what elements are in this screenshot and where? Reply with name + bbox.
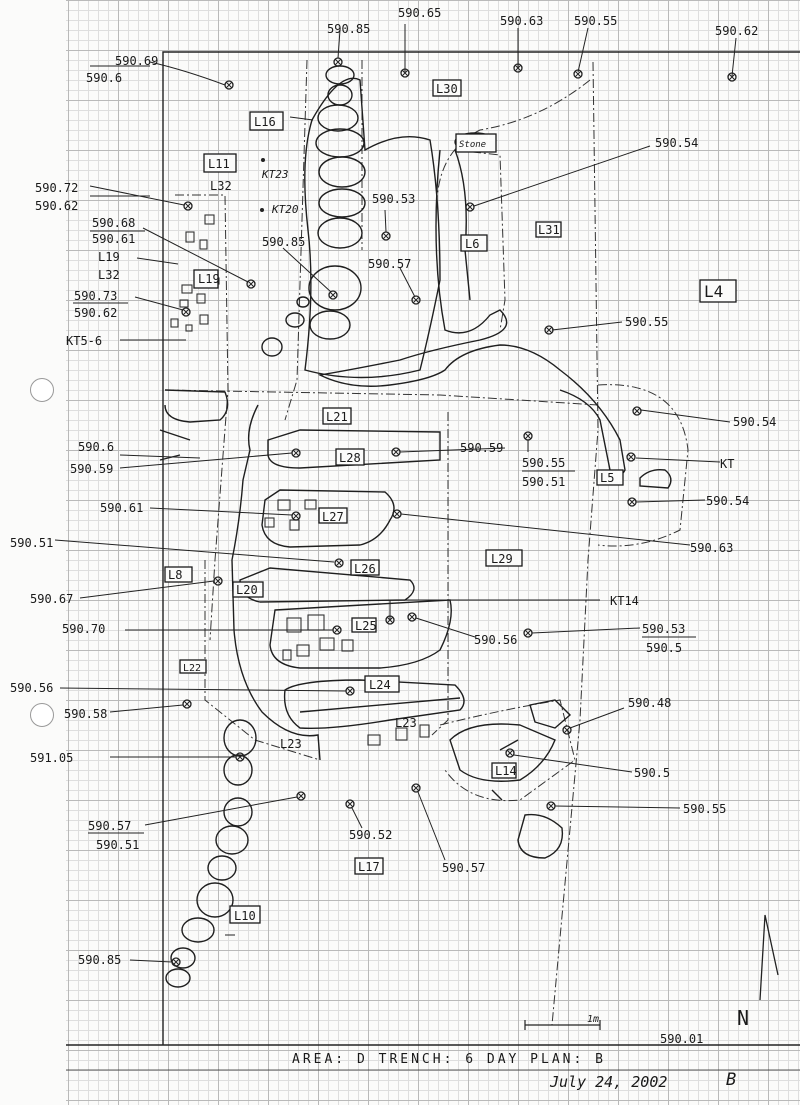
elev-e17: 590.59 (70, 462, 113, 476)
leader-lines (54, 24, 737, 963)
paper-margin (0, 0, 66, 1105)
elev-e18: 590.59 (460, 441, 503, 455)
locus-L27: L27 (322, 510, 344, 524)
north-arrow (759, 914, 779, 1001)
elev-e28: 590.56 (10, 681, 53, 695)
locus-L8: L8 (168, 568, 182, 582)
locus-L24: L24 (369, 678, 391, 692)
elev-e2: 590.85 (327, 22, 370, 36)
note-kt14: KT14 (610, 594, 639, 608)
elev-e37: 590.85 (78, 953, 121, 967)
locus-L22: L22 (183, 663, 201, 674)
elev-e13: 590.54 (655, 136, 698, 150)
elev-e29: 590.58 (64, 707, 107, 721)
north-label: N (737, 1006, 749, 1030)
locus-L5: L5 (600, 471, 614, 485)
elev-e21: 590.61 (100, 501, 143, 515)
elev-e6: 590.62 (715, 24, 758, 38)
elevation-points (171, 57, 737, 967)
elevation-labels (73, 65, 696, 936)
elev-e5: 590.55 (574, 14, 617, 28)
locus-L25: L25 (355, 619, 377, 633)
footer-sheet: B (726, 1070, 736, 1090)
locus-L26: L26 (354, 562, 376, 576)
locus-L17: L17 (358, 860, 380, 874)
locus-L4: L4 (704, 282, 723, 301)
locus-L32-label: L32 (98, 268, 120, 282)
elev-e7-top: 590.72 (35, 181, 78, 195)
elev-e36: 590.57 (442, 861, 485, 875)
scale-bar (524, 1020, 601, 1030)
elev-e33-top: 590.57 (88, 819, 131, 833)
elev-e34: 590.52 (349, 828, 392, 842)
excavated-features (159, 65, 672, 988)
elev-e1-top: 590.69 (115, 54, 158, 68)
elev-e8-top: 590.68 (92, 216, 135, 230)
scale-label: 1m (587, 1014, 599, 1025)
locus-L19-label: L19 (98, 250, 120, 264)
trench-frame (66, 51, 800, 1071)
elev-e32: 590.5 (634, 766, 670, 780)
footer-date: July 24, 2002 (549, 1073, 667, 1091)
note-kt5-6: KT5-6 (66, 334, 102, 348)
elev-e30: 590.48 (628, 696, 671, 710)
elev-e20: 590.54 (706, 494, 749, 508)
elev-e9-top: 590.73 (74, 289, 117, 303)
elev-e3: 590.65 (398, 6, 441, 20)
locus-L23-b: L23 (280, 737, 302, 751)
locus-L11: L11 (208, 157, 230, 171)
elev-e25: 590.70 (62, 622, 105, 636)
locus-L6: L6 (465, 237, 479, 251)
elev-e11: 590.85 (262, 235, 305, 249)
locus-boxes (164, 79, 737, 924)
elev-e8-bottom: 590.61 (92, 232, 135, 246)
footer-title: AREA: D TRENCH: 6 DAY PLAN: B (292, 1052, 606, 1067)
elev-e15: 590.54 (733, 415, 776, 429)
locus-L30: L30 (436, 82, 458, 96)
elev-e27-top: 590.53 (642, 622, 685, 636)
locus-boundaries (164, 59, 689, 1026)
kt23-marker (261, 158, 265, 162)
elev-e19-bottom: 590.51 (522, 475, 565, 489)
note-kt: KT (720, 457, 734, 471)
elev-e16: 590.6 (78, 440, 114, 454)
locus-L29: L29 (491, 552, 513, 566)
locus-L19-box: L19 (198, 272, 220, 286)
elev-e14: 590.55 (625, 315, 668, 329)
elev-e9-bottom: 590.62 (74, 306, 117, 320)
locus-L20: L20 (236, 583, 258, 597)
kt20-marker (260, 208, 264, 212)
elev-e27-bottom: 590.5 (646, 641, 682, 655)
locus-L16: L16 (254, 115, 276, 129)
note-kt23: KT23 (261, 168, 289, 181)
elev-e26: 590.56 (474, 633, 517, 647)
elev-e19-top: 590.55 (522, 456, 565, 470)
stones (170, 214, 430, 746)
elev-e23: 590.51 (10, 536, 53, 550)
locus-L10: L10 (234, 909, 256, 923)
elev-e22: 590.63 (690, 541, 733, 555)
elev-e4: 590.63 (500, 14, 543, 28)
note-kt20: KT20 (271, 203, 299, 216)
punch-hole-top (30, 378, 54, 402)
locus-L32: L32 (210, 179, 232, 193)
locus-L23-a: L23 (395, 716, 417, 730)
locus-L31: L31 (538, 223, 560, 237)
elev-e38: 590.01 (660, 1032, 703, 1046)
elev-e7-bottom: 590.62 (35, 199, 78, 213)
elev-e24: 590.67 (30, 592, 73, 606)
elev-e10: 590.53 (372, 192, 415, 206)
elev-e35: 590.55 (683, 802, 726, 816)
locus-L14: L14 (495, 764, 517, 778)
locus-L28: L28 (339, 451, 361, 465)
locus-L21: L21 (326, 410, 348, 424)
elev-e1-bottom: 590.6 (86, 71, 122, 85)
elev-e12: 590.57 (368, 257, 411, 271)
elev-e31: 591.05 (30, 751, 73, 765)
punch-hole-bottom (30, 703, 54, 727)
note-stone: Stone (459, 140, 486, 150)
elev-e33-bottom: 590.51 (96, 838, 139, 852)
